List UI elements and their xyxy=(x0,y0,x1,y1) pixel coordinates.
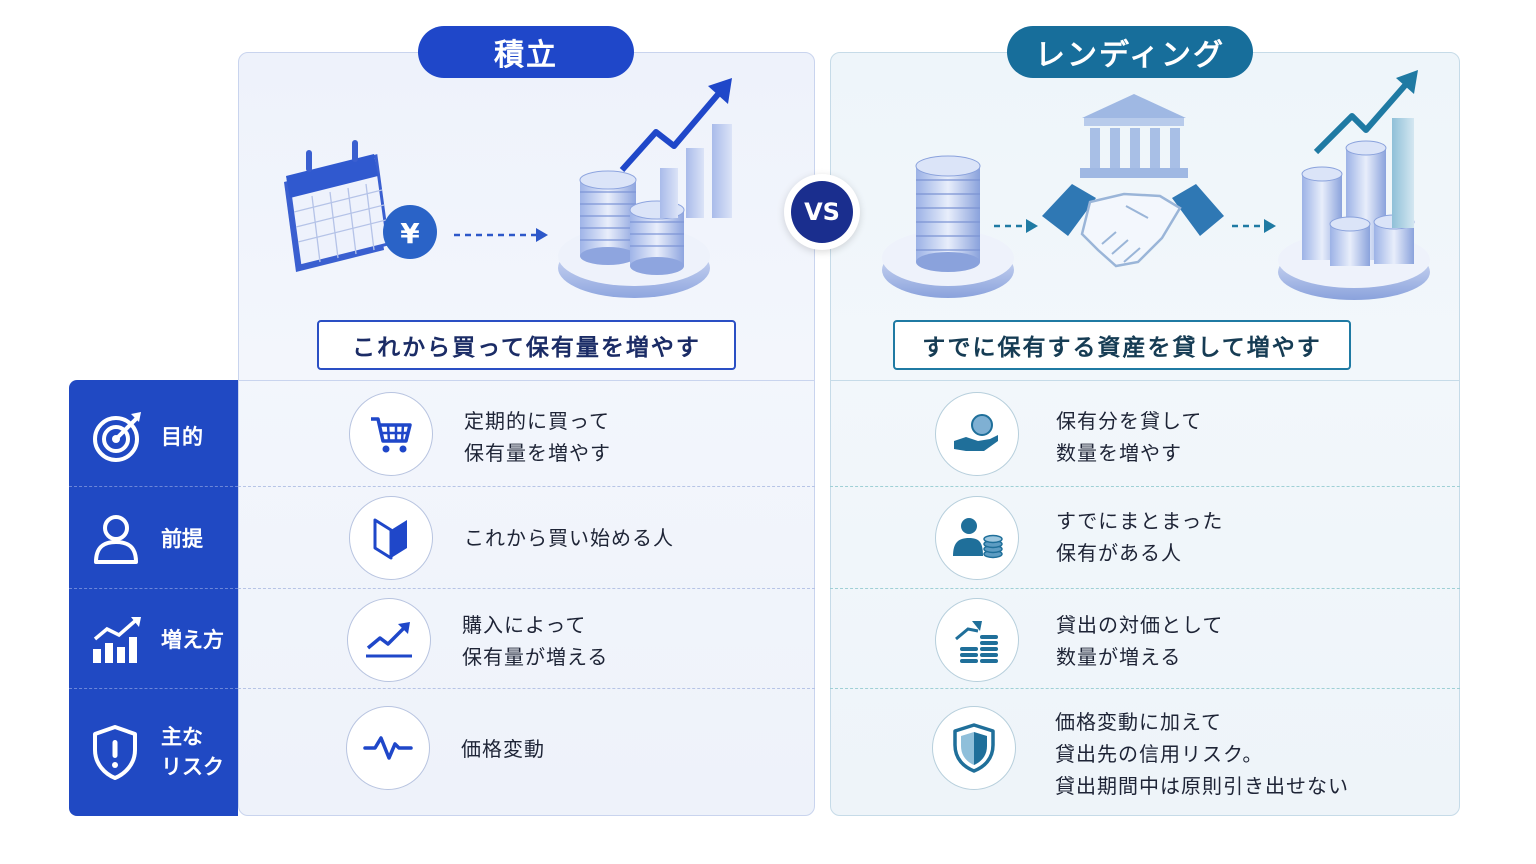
row-icon-circle xyxy=(935,598,1019,682)
right-cell-text: すでにまとまった 保有がある人 xyxy=(1056,509,1224,565)
row-label-premise: 前提 xyxy=(69,490,238,588)
coin-stack-icon xyxy=(882,155,1014,298)
left-cell-text: 価格変動 xyxy=(461,737,545,761)
bank-icon xyxy=(1080,94,1188,178)
row-label-risk: 主な リスク xyxy=(69,692,238,812)
vs-label: VS xyxy=(791,181,853,243)
dashed-arrow-icon xyxy=(454,228,548,242)
handshake-icon xyxy=(1042,184,1224,268)
row-label-text: 前提 xyxy=(161,527,203,551)
row-divider xyxy=(238,380,815,381)
right-column-title: レンディング xyxy=(1007,26,1253,78)
right-cell-text: 価格変動に加えて 貸出先の信用リスク。 貸出期間中は原則引き出せない xyxy=(1055,710,1349,798)
left-cell-text: これから買い始める人 xyxy=(464,526,674,550)
right-cell-text: 保有分を貸して 数量を増やす xyxy=(1056,409,1203,465)
row-divider xyxy=(830,688,1460,689)
row-divider xyxy=(238,486,815,487)
hand-coin-icon xyxy=(954,414,998,451)
row-icon-circle xyxy=(932,706,1016,790)
left-column-title: 積立 xyxy=(418,26,634,78)
coins-arrow-icon xyxy=(955,621,998,663)
svg-text:¥: ¥ xyxy=(400,217,420,250)
row-divider xyxy=(830,486,1460,487)
shield-icon xyxy=(953,723,995,773)
left-hero-illustration: ¥ xyxy=(284,78,732,298)
row-label-text: 目的 xyxy=(161,425,203,449)
dashed-arrow-icon xyxy=(1232,219,1276,233)
row-label-purpose: 目的 xyxy=(69,388,238,486)
coin-stack-icon xyxy=(558,170,710,298)
row-icon-circle xyxy=(346,706,430,790)
growth-chart-icon xyxy=(1313,70,1418,228)
row-divider xyxy=(830,588,1460,589)
row-icon-circle xyxy=(349,496,433,580)
row-label-text: 主な リスク xyxy=(161,725,224,779)
right-hero-illustration xyxy=(882,70,1430,300)
pulse-icon xyxy=(363,736,413,760)
left-cell-text: 定期的に買って 保有量を増やす xyxy=(464,409,611,465)
row-icon-circle xyxy=(349,392,433,476)
beginner-mark-icon xyxy=(373,518,407,560)
row-divider xyxy=(830,380,1460,381)
row-divider xyxy=(238,688,815,689)
row-divider xyxy=(69,688,238,689)
growth-chart-icon xyxy=(619,78,732,218)
target-icon xyxy=(93,412,141,462)
bar-growth-icon xyxy=(93,617,141,663)
right-column-subtitle: すでに保有する資産を貸して増やす xyxy=(893,320,1351,370)
left-cell-text: 購入によって 保有量が増える xyxy=(462,613,609,669)
person-coins-icon xyxy=(953,518,1003,559)
vs-badge: VS xyxy=(784,174,860,250)
row-label-growth: 増え方 xyxy=(69,592,238,688)
shield-alert-icon xyxy=(93,725,137,780)
row-divider xyxy=(69,486,238,487)
cart-icon xyxy=(371,417,412,453)
row-label-text: 増え方 xyxy=(161,628,224,652)
left-column-subtitle: これから買って保有量を増やす xyxy=(317,320,736,370)
row-icon-circle xyxy=(347,598,431,682)
row-divider xyxy=(238,588,815,589)
calendar-icon xyxy=(284,140,390,272)
row-icon-circle xyxy=(935,496,1019,580)
trend-up-icon xyxy=(366,622,412,658)
row-icon-circle xyxy=(935,392,1019,476)
yen-coin-icon: ¥ xyxy=(383,205,437,259)
right-cell-text: 貸出の対価として 数量が増える xyxy=(1056,613,1224,669)
dashed-arrow-icon xyxy=(994,219,1038,233)
row-label-column xyxy=(69,380,238,816)
row-divider xyxy=(69,588,238,589)
person-icon xyxy=(94,515,138,564)
